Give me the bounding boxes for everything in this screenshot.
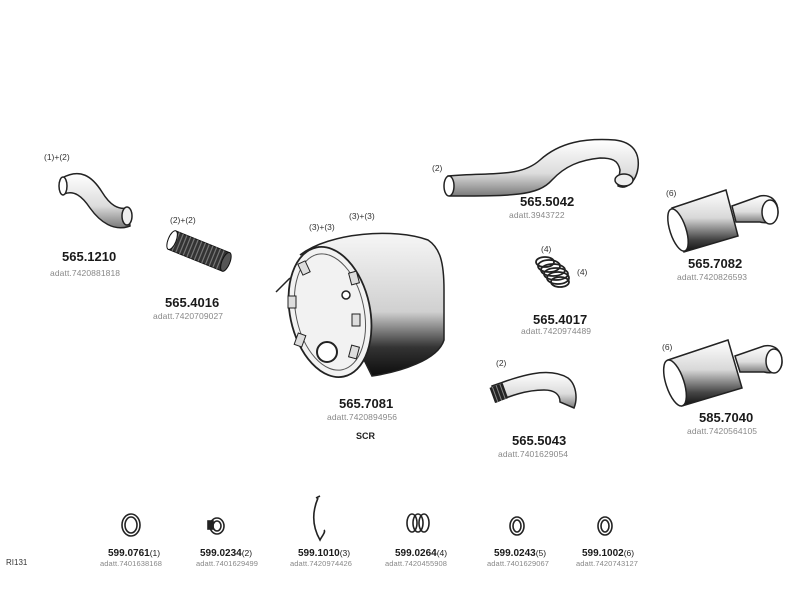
clamp-sub-599-0243: adatt.7401629067	[487, 559, 550, 568]
spring-565-4017-drawing	[535, 256, 570, 288]
clamp-sub-599-1002: adatt.7420743127	[576, 559, 639, 568]
part-sub-565-5043: adatt.7401629054	[498, 449, 569, 459]
clamp-code-599-0264: 599.0264(4)	[395, 548, 448, 559]
clamp-sub-599-0234: adatt.7401629499	[196, 559, 259, 568]
clamp-code-599-0761: 599.0761(1)	[108, 548, 161, 559]
part-code-565-4016: 565.4016	[165, 295, 220, 310]
pipe-565-5042-drawing	[443, 138, 640, 197]
pipe-565-1210-drawing	[58, 172, 133, 229]
part-code-565-4017: 565.4017	[533, 312, 588, 327]
scr-note: SCR	[356, 431, 376, 441]
qty-label-565-5043: (2)	[496, 358, 507, 368]
part-sub-585-7040: adatt.7420564105	[687, 426, 758, 436]
part-sub-565-5042: adatt.3943722	[509, 210, 565, 220]
muffler-565-7082-drawing	[667, 189, 779, 253]
qty-label-585-7040: (6)	[662, 342, 673, 352]
qty-label-565-4017-a: (4)	[541, 244, 552, 254]
part-code-565-5043: 565.5043	[512, 433, 567, 448]
qty-label-565-7081-a: (3)+(3)	[309, 222, 335, 232]
pipe-565-5043-drawing	[489, 371, 577, 409]
clamp-sub-599-1010: adatt.7420974426	[290, 559, 353, 568]
clamp-599-0243-drawing	[509, 516, 525, 536]
part-sub-565-7082: adatt.7420826593	[677, 272, 748, 282]
qty-label-565-7081-b: (3)+(3)	[349, 211, 375, 221]
clamp-599-0234-drawing	[207, 517, 225, 535]
clamp-599-1010-drawing	[312, 495, 326, 542]
clamp-code-599-0234: 599.0234(2)	[200, 548, 253, 559]
qty-label-565-5042: (2)	[432, 163, 443, 173]
part-sub-565-4016: adatt.7420709027	[153, 311, 224, 321]
part-code-585-7040: 585.7040	[699, 410, 754, 425]
part-sub-565-7081: adatt.7420894956	[327, 412, 398, 422]
qty-label-565-1210: (1)+(2)	[44, 152, 70, 162]
scr-muffler-565-7081-drawing	[275, 232, 445, 378]
part-sub-565-4017: adatt.7420974489	[521, 326, 592, 336]
clamp-599-0761-drawing	[121, 513, 141, 537]
muffler-585-7040-drawing	[662, 339, 783, 407]
clamp-599-0264-drawing	[406, 513, 430, 533]
part-sub-565-1210: adatt.7420881818	[50, 268, 121, 278]
clamp-599-1002-drawing	[597, 516, 613, 536]
diagram-reference: RI131	[6, 558, 28, 567]
qty-label-565-4016: (2)+(2)	[170, 215, 196, 225]
clamp-code-599-0243: 599.0243(5)	[494, 548, 547, 559]
part-code-565-7081: 565.7081	[339, 396, 394, 411]
qty-label-565-7082: (6)	[666, 188, 677, 198]
clamp-sub-599-0761: adatt.7401638168	[100, 559, 163, 568]
part-code-565-1210: 565.1210	[62, 249, 117, 264]
part-code-565-5042: 565.5042	[520, 194, 575, 209]
flex-hose-565-4016-drawing	[166, 230, 232, 272]
qty-label-565-4017-b: (4)	[577, 267, 588, 277]
part-code-565-7082: 565.7082	[688, 256, 743, 271]
clamp-sub-599-0264: adatt.7420455908	[385, 559, 448, 568]
clamp-code-599-1010: 599.1010(3)	[298, 548, 351, 559]
clamp-code-599-1002: 599.1002(6)	[582, 548, 635, 559]
